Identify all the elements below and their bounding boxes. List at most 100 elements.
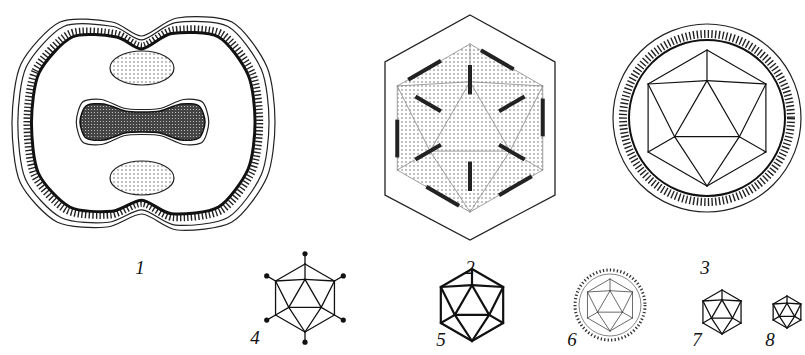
capsid-edge xyxy=(787,303,801,305)
capsid-edge xyxy=(622,292,632,312)
capsid-edge xyxy=(648,81,707,84)
capsid-edge xyxy=(289,307,305,332)
capsid-edge xyxy=(305,315,334,332)
capsid-edge xyxy=(706,50,707,81)
capsid-edge xyxy=(440,287,442,323)
capsid-edge xyxy=(739,84,766,137)
figure-number: 2 xyxy=(465,257,475,279)
dotted-envelope xyxy=(575,270,645,340)
capsid-edge xyxy=(305,279,334,281)
capsid-edge xyxy=(787,316,795,328)
capsid-edge xyxy=(455,314,489,316)
icosahedron-capsid xyxy=(276,264,335,332)
fibre-knobs xyxy=(264,251,346,345)
capsid-edge xyxy=(707,81,739,137)
capsid-edge xyxy=(276,264,305,281)
capsid-edge xyxy=(587,292,588,318)
inner-membrane xyxy=(629,40,785,196)
capsid-edge xyxy=(470,44,543,86)
icosahedron-capsid xyxy=(441,269,503,341)
capsid-edge xyxy=(703,300,722,301)
capsid-edge xyxy=(610,291,633,292)
capsid-edge xyxy=(722,300,741,301)
capsomere-row xyxy=(415,145,440,160)
capsomere-row xyxy=(468,162,472,191)
hexagonal-virion xyxy=(385,15,555,240)
icosahedron-capsid xyxy=(587,279,632,331)
capsid-edge xyxy=(455,285,472,315)
capsid-edge xyxy=(722,300,732,318)
capsid-edge xyxy=(441,285,472,287)
capsid-edge xyxy=(610,312,622,331)
capsomere-row xyxy=(499,176,532,195)
capsid-edge xyxy=(795,304,801,316)
icosahedron-capsid xyxy=(773,296,801,328)
capsid-edge xyxy=(305,264,334,281)
capsid-edge xyxy=(675,137,707,186)
capsid-edge xyxy=(610,279,633,292)
capsid-edge xyxy=(648,84,675,137)
capsid-edge xyxy=(587,279,610,292)
capsid-edge xyxy=(721,290,722,300)
capsid-edge xyxy=(472,269,503,287)
capsid-edge xyxy=(675,136,740,137)
capsid-edge xyxy=(304,264,305,279)
core xyxy=(80,104,205,141)
capsid-edge xyxy=(722,318,732,334)
capsid-edge xyxy=(430,82,470,151)
enveloped-virion xyxy=(613,24,801,212)
hexagon-outline xyxy=(385,15,555,240)
capsid-edge xyxy=(610,279,611,291)
capsomere-row xyxy=(408,61,441,80)
capsid-edge xyxy=(397,170,470,212)
capsid-edge xyxy=(648,137,675,152)
capsid-edge xyxy=(648,152,707,186)
capsomere-rows xyxy=(397,50,542,205)
fibred-virion xyxy=(264,251,346,345)
capsomere-row xyxy=(468,65,472,94)
outer-envelope xyxy=(12,17,275,231)
capsid-edge xyxy=(732,301,741,318)
small-enveloped-virion xyxy=(575,270,645,340)
capsid-edge xyxy=(773,303,787,305)
capsid-edge xyxy=(707,81,766,84)
capsid-edge xyxy=(276,315,305,332)
capsid-edge xyxy=(622,312,632,318)
capsid-edge xyxy=(321,307,334,315)
capsid-edge xyxy=(786,296,787,303)
capsomere-row xyxy=(499,145,524,160)
capsomere-row xyxy=(395,120,399,158)
capsid-edge xyxy=(430,151,510,152)
capsid-edge xyxy=(489,287,503,315)
capsid-edge xyxy=(732,318,741,323)
capsid-edge xyxy=(441,287,455,315)
outer-envelope xyxy=(613,24,801,212)
figure-number: 6 xyxy=(567,329,577,351)
capsid-edge xyxy=(334,281,335,315)
capsid-edge xyxy=(397,86,430,151)
capsid-edge xyxy=(472,315,489,341)
capsid-edge xyxy=(289,307,321,308)
capsid-edge xyxy=(722,290,741,301)
capsid-edge xyxy=(441,315,455,323)
lateral-body xyxy=(110,51,174,85)
capsid-edge xyxy=(587,318,610,331)
capsid-edge xyxy=(587,291,610,292)
figure-number: 5 xyxy=(436,329,446,351)
capsid-edge xyxy=(773,296,787,304)
capsid-edge xyxy=(276,307,289,315)
capsid-edge xyxy=(712,300,722,318)
capsid-edge xyxy=(800,304,801,320)
capsid-edge xyxy=(707,137,739,186)
fibre-knob xyxy=(302,251,307,256)
capsid-edge xyxy=(470,151,510,212)
capsid-edge xyxy=(765,84,766,152)
figure-number: 7 xyxy=(692,329,702,351)
capsid-edge xyxy=(397,82,470,86)
capsid-edge xyxy=(542,86,543,170)
figure-number: 1 xyxy=(135,257,145,279)
capsid-edge xyxy=(510,86,543,151)
capsid-edge xyxy=(276,279,305,281)
